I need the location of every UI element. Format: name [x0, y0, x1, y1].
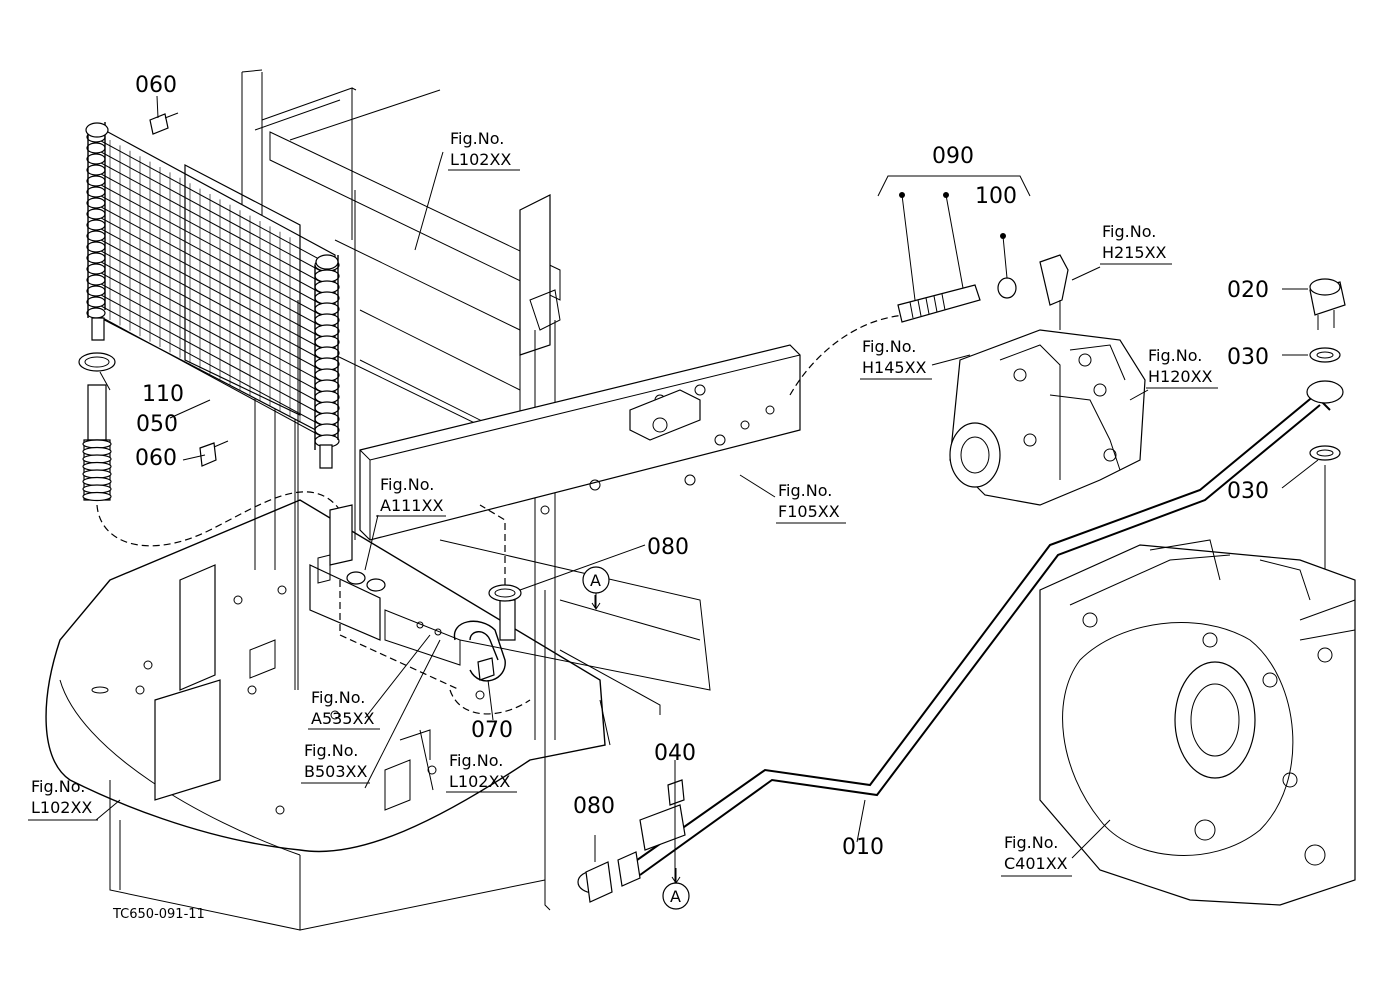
svg-text:Fig.No.: Fig.No.: [1148, 346, 1202, 365]
svg-text:H215XX: H215XX: [1102, 243, 1167, 262]
part-label-020: 020: [1227, 278, 1269, 303]
part-label-100: 100: [975, 184, 1017, 209]
fig-ref-C401: Fig.No. C401XX: [1001, 833, 1072, 877]
part-label-010: 010: [842, 835, 884, 860]
fig-ref-B503: Fig.No. B503XX: [301, 741, 370, 784]
part-label-030-lower: 030: [1227, 479, 1269, 504]
part-label-040: 040: [654, 741, 696, 766]
part-label-080-lower: 080: [573, 794, 615, 819]
part-label-030-upper: 030: [1227, 345, 1269, 370]
svg-text:H145XX: H145XX: [862, 358, 927, 377]
svg-text:L102XX: L102XX: [31, 798, 92, 817]
hydraulic-pump: [877, 175, 1146, 506]
svg-text:A535XX: A535XX: [311, 709, 374, 728]
banjo-fitting: [1306, 278, 1346, 650]
svg-text:Fig.No.: Fig.No.: [380, 475, 434, 494]
frame-structure: [45, 69, 801, 931]
svg-text:Fig.No.: Fig.No.: [311, 688, 365, 707]
svg-text:Fig.No.: Fig.No.: [450, 129, 504, 148]
part-label-060-top: 060: [135, 73, 177, 98]
svg-text:A: A: [670, 887, 681, 906]
oil-cooler: [85, 112, 340, 469]
fig-ref-L102-top: Fig.No. L102XX: [448, 129, 520, 171]
figure-references: Fig.No. L102XX Fig.No. H215XX Fig.No. H1…: [28, 129, 1218, 877]
svg-text:Fig.No.: Fig.No.: [1004, 833, 1058, 852]
transmission-case: [1039, 539, 1356, 906]
svg-text:A111XX: A111XX: [380, 496, 443, 515]
svg-text:Fig.No.: Fig.No.: [778, 481, 832, 500]
part-label-050: 050: [136, 412, 178, 437]
svg-text:Fig.No.: Fig.No.: [449, 751, 503, 770]
svg-text:Fig.No.: Fig.No.: [862, 337, 916, 356]
part-number-labels: 060 060 110 050 090 100 020 030 030 080 …: [135, 73, 1269, 860]
svg-text:Fig.No.: Fig.No.: [1102, 222, 1156, 241]
fig-ref-H215: Fig.No. H215XX: [1100, 222, 1172, 265]
svg-text:C401XX: C401XX: [1004, 854, 1068, 873]
part-label-070: 070: [471, 718, 513, 743]
part-label-110: 110: [142, 382, 184, 407]
drawing-code: TC650-091-11: [112, 907, 205, 922]
fig-ref-A535: Fig.No. A535XX: [308, 688, 380, 730]
fig-ref-L102-middle: Fig.No. L102XX: [446, 751, 517, 793]
svg-text:L102XX: L102XX: [450, 150, 511, 169]
svg-text:B503XX: B503XX: [304, 762, 367, 781]
fig-ref-H145: Fig.No. H145XX: [860, 337, 932, 380]
part-label-080-upper: 080: [647, 535, 689, 560]
svg-text:F105XX: F105XX: [778, 502, 840, 521]
part-label-060-bottom: 060: [135, 446, 177, 471]
svg-text:Fig.No.: Fig.No.: [31, 777, 85, 796]
svg-text:Fig.No.: Fig.No.: [304, 741, 358, 760]
cooler-hoses: [78, 352, 531, 715]
fig-ref-A111: Fig.No. A111XX: [376, 475, 446, 517]
fig-ref-F105: Fig.No. F105XX: [776, 481, 846, 524]
section-marker-a-top: A: [582, 566, 610, 610]
section-marker-a-bottom: A: [662, 868, 690, 910]
svg-text:H120XX: H120XX: [1148, 367, 1213, 386]
svg-text:A: A: [590, 571, 601, 590]
part-label-090: 090: [932, 144, 974, 169]
svg-text:L102XX: L102XX: [449, 772, 510, 791]
fig-ref-L102-left: Fig.No. L102XX: [28, 777, 98, 821]
fig-ref-H120: Fig.No. H120XX: [1146, 346, 1218, 389]
